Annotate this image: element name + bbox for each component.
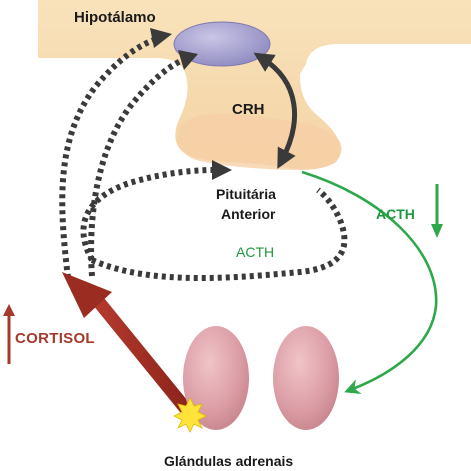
cortisol-arrow-shaft: [88, 291, 196, 419]
adrenal-gland-right: [273, 326, 339, 430]
adrenal-gland-left: [183, 326, 249, 430]
acth-label-right: ACTH: [376, 206, 415, 222]
cortisol-label: CORTISOL: [15, 330, 95, 347]
cortisol-feedback-hypothalamus-inner: [88, 55, 190, 277]
acth-feedback-loop: [80, 167, 215, 262]
pituitary-label-line2: Anterior: [221, 206, 276, 222]
hypothalamic-nucleus: [173, 21, 271, 67]
pituitary-label-line1: Pituitária: [216, 186, 276, 202]
cortisol-feedback-hypothalamus-outer: [59, 35, 161, 279]
cortisol-feedback-hypothalamus-inner-arrowhead: [178, 50, 198, 70]
release-starburst: [173, 397, 207, 433]
hypothalamus-label: Hipotálamo: [74, 9, 156, 26]
crh-arrow: [253, 52, 298, 169]
crh-label: CRH: [232, 101, 265, 118]
adrenal-glands-label: Glándulas adrenais: [164, 453, 294, 469]
acth-arrow: [301, 170, 438, 394]
acth-feedback-arrowhead: [212, 160, 232, 180]
acth-feedback-loop-right: [90, 187, 348, 282]
acth-decrease-arrowhead: [431, 224, 443, 238]
cortisol-arrow-head: [62, 272, 112, 318]
acth-label-center: ACTH: [236, 244, 275, 260]
cortisol-increase-arrowhead: [3, 304, 15, 316]
cortisol-feedback-hypothalamus-outer-arrowhead: [150, 28, 172, 48]
